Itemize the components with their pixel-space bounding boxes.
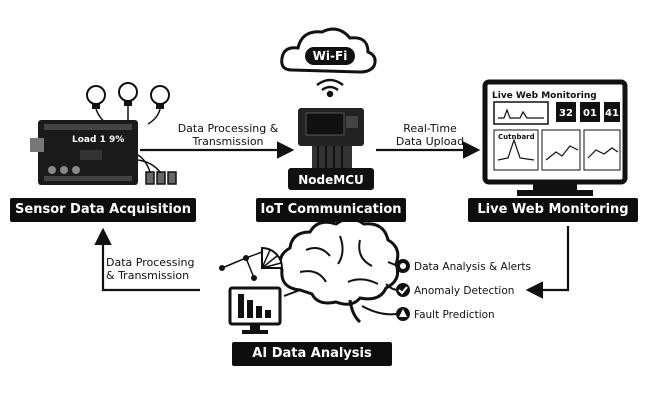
banner-iot-communication: IoT Communication <box>256 198 406 222</box>
output-analysis: Data Analysis & Alerts <box>414 261 531 273</box>
arrow-label-processing-left: Data Processing & Transmission <box>106 256 206 282</box>
arrow-label-line: Real-Time <box>403 122 457 135</box>
wifi-text: Wi-Fi <box>312 49 348 63</box>
monitor-chart-label: Cutnbard <box>498 133 535 141</box>
monitor-stat-3: 41 <box>605 108 619 119</box>
nodemcu-module-icon <box>288 108 374 190</box>
flow-arrows <box>94 141 570 299</box>
monitor-stat-2: 01 <box>583 108 597 119</box>
arrow-label-processing-top: Data Processing & Transmission <box>168 122 288 148</box>
nodemcu-label: NodeMCU <box>298 173 364 187</box>
banner-ai-data-analysis: AI Data Analysis <box>232 342 392 366</box>
arrow-label-line: Transmission <box>192 135 264 149</box>
analytics-monitor-icon <box>228 286 282 334</box>
banner-sensor-data-acquisition: Sensor Data Acquisition <box>10 198 196 222</box>
wifi-signal-icon <box>316 78 344 98</box>
monitor-title: Live Web Monitoring <box>492 91 597 101</box>
bulb-icon <box>86 82 170 109</box>
alert-target-icon <box>396 259 410 273</box>
monitor-stat-1: 32 <box>559 108 573 119</box>
brain-icon <box>278 217 400 306</box>
arrow-label-line: & Transmission <box>106 269 190 283</box>
arrow-label-line: Data Processing <box>106 256 195 269</box>
arrow-label-line: Data Upload <box>395 135 465 149</box>
output-anomaly: Anomaly Detection <box>414 285 514 297</box>
arrow-label-line: Data Processing & <box>177 122 279 135</box>
warning-icon <box>396 307 410 321</box>
wifi-cloud-icon <box>280 27 377 74</box>
arrow-label-realtime: Real-Time Data Upload <box>384 122 476 148</box>
monitor-icon <box>482 79 628 196</box>
banner-live-web-monitoring: Live Web Monitoring <box>468 198 638 222</box>
connector-lines <box>283 261 399 316</box>
check-icon <box>396 283 410 297</box>
brain-stem-icon <box>348 299 362 324</box>
output-fault: Fault Prediction <box>414 309 495 321</box>
network-nodes-icon <box>219 246 284 281</box>
board-text: Load 1 9% <box>72 135 124 145</box>
arduino-board-icon <box>30 120 138 185</box>
sensor-modules-icon <box>137 154 177 185</box>
